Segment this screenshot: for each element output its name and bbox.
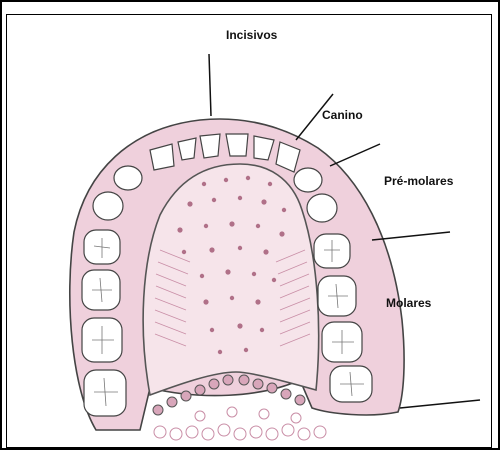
label-molars: Molares: [386, 296, 431, 310]
molars-lower-leader: [400, 400, 480, 408]
incisors-leader: [209, 54, 211, 116]
premolars-leader: [330, 144, 380, 166]
label-premolars: Pré-molares: [384, 174, 453, 188]
soft-palate-tissue: [154, 407, 326, 440]
label-canine: Canino: [322, 108, 363, 122]
label-incisors: Incisivos: [226, 28, 277, 42]
molars-leader: [372, 232, 450, 240]
